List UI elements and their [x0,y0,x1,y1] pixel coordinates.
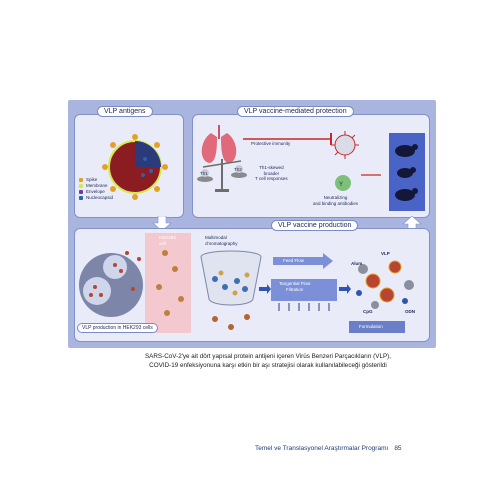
antigen-panel-title: VLP antigens [97,106,153,117]
production-illustration [79,233,414,333]
formulation-label: Formulation [359,324,383,329]
tangential-flow-label: Tangential Flow Filtration [279,281,310,292]
cpg-label: CpG [363,309,373,314]
neutralizing-text: Neutralizing and binding antibodies [313,195,358,206]
chromatography-line-2: chromatography [205,240,238,246]
protection-illustration: Y [197,125,425,211]
down-arrow-icon [152,216,172,232]
legend-label: Membrane [86,183,108,188]
legend-item: Spike [79,177,113,183]
tangential-line-1: Tangential Flow [279,281,311,286]
page-number: 85 [394,445,402,452]
th1-line-3: T cell responses [255,176,288,181]
alum-label: Alum [351,261,363,266]
legend-label: Nucleocapsid [86,195,114,200]
legend-swatch [79,184,83,188]
chromatography-line-1: Multimodal [205,235,227,240]
vlp-particle-illustration [102,134,168,200]
feed-flow-label: Feed Flow [283,258,305,263]
th1-text: Th1-skewed broader T cell responses [255,165,288,182]
neutralizing-line-2: and binding antibodies [313,200,359,206]
figure-caption: SARS-CoV-2'ye ait dört yapısal protein a… [101,352,435,370]
neutralizing-line-1: Neutralizing [323,195,348,200]
hek293-cell-label: HEK293 cell [159,235,176,246]
legend-label: Envelope [86,189,105,194]
hek293-production-label: VLP production in HEK293 cells [77,323,158,333]
odn-label: ODN [405,309,415,314]
legend-item: Nucleocapsid [79,195,113,201]
legend-swatch [79,178,83,182]
th1-line-1: Th1-skewed [259,165,284,170]
legend-label: Spike [86,177,98,182]
legend-item: Envelope [79,189,113,195]
protective-immunity-label: Protective immunity [251,141,291,146]
balance-label-th1: Th1 [200,171,208,176]
hek293-label-line-1: HEK293 [159,235,176,240]
protection-panel-title: VLP vaccine-mediated protection [237,106,354,117]
production-panel: VLP vaccine production HEK293 cell VLP p… [74,220,430,342]
legend-swatch [79,190,83,194]
caption-line-2: COVID-19 enfeksiyonuna karşı etkin bir a… [149,362,387,369]
vlp-label: VLP [381,251,390,256]
hek293-label-line-2: cell [159,240,166,246]
svg-text:Y: Y [339,182,343,188]
page-footer: Temel ve Translasyonel Araştırmalar Prog… [255,445,402,452]
balance-label-th2: Th2 [234,167,242,172]
protection-panel: Y VLP vaccine-mediated protection Protec… [192,106,430,218]
chromatography-label: Multimodal chromatography [205,235,238,246]
legend-item: Membrane [79,183,113,189]
tangential-line-2: Filtration [286,286,304,292]
production-panel-title: VLP vaccine production [271,220,359,231]
legend-swatch [79,196,83,200]
th1-line-2: broader [263,170,280,176]
caption-line-1: SARS-CoV-2'ye ait dört yapısal protein a… [144,353,392,360]
program-name: Temel ve Translasyonel Araştırmalar Prog… [255,445,389,452]
